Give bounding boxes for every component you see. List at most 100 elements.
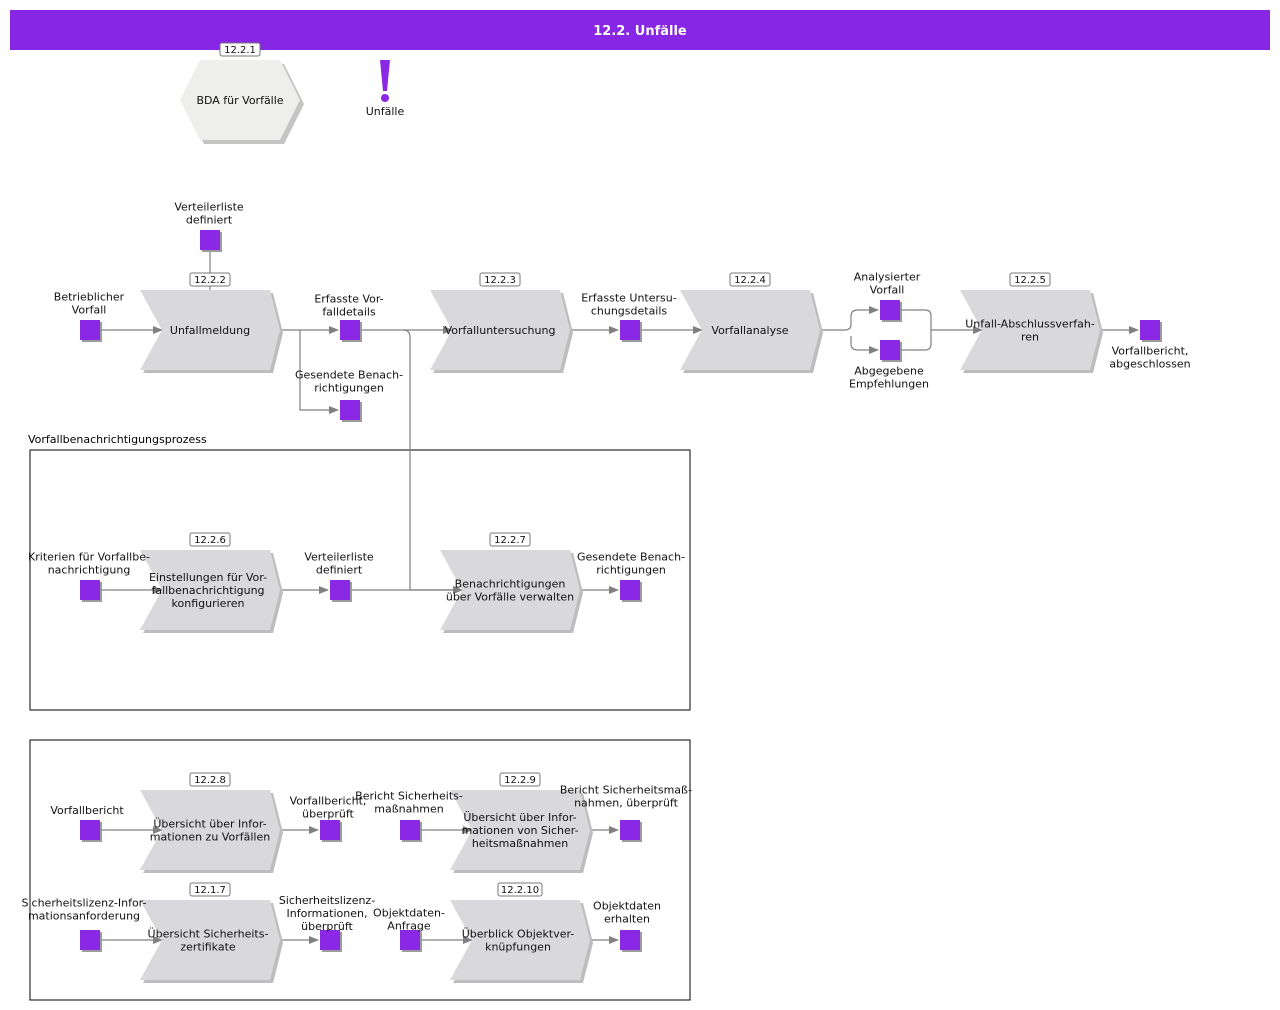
badge-frame xyxy=(1009,272,1051,287)
process-label-line: Übersicht über Infor- xyxy=(463,811,576,824)
event-label-line: Vorfallbericht, xyxy=(290,795,367,808)
event-label: Bericht Sicherheits-maßnahmen xyxy=(355,790,463,816)
connector-arrow xyxy=(844,306,879,331)
event[interactable]: Erfasste Untersu-chungsdetails xyxy=(581,292,677,343)
process-label-line: Unfallmeldung xyxy=(170,324,250,337)
event-square xyxy=(320,820,340,840)
event[interactable]: Bericht Sicherheitsmaß-nahmen, überprüft xyxy=(560,784,692,843)
event[interactable]: Kriterien für Vorfallbe-nachrichtigung xyxy=(28,551,150,603)
event-label-line: richtigungen xyxy=(314,382,384,395)
process-badge: 12.2.7 xyxy=(489,532,531,547)
badge-frame xyxy=(479,272,521,287)
overview-hexagon[interactable]: BDA für Vorfälle 12.2.1 xyxy=(180,42,304,144)
page-title: 12.2. Unfälle xyxy=(593,24,687,39)
event[interactable]: Vorfallbericht xyxy=(50,804,124,842)
event-label-line: Betrieblicher xyxy=(54,291,125,304)
event[interactable]: Gesendete Benach-richtigungen xyxy=(577,551,685,603)
event-label-line: richtigungen xyxy=(596,564,666,577)
badge-text: 12.2.1 xyxy=(224,45,256,56)
exclamation-bar xyxy=(380,60,390,91)
connector-arrow xyxy=(850,336,879,354)
process-body xyxy=(680,290,820,370)
badge-frame xyxy=(219,42,261,57)
event-label-line: überprüft xyxy=(301,920,353,933)
process-label-line: mationen zu Vorfällen xyxy=(150,831,270,844)
event-label-line: Vorfallbericht, xyxy=(1112,345,1189,358)
process-label: Unfall-Abschlussverfah-ren xyxy=(965,318,1095,344)
event-label-line: abgeschlossen xyxy=(1109,358,1190,371)
event-square xyxy=(320,930,340,950)
event-label-line: Abgegebene xyxy=(854,365,924,378)
hexagon-label: BDA für Vorfälle xyxy=(196,94,283,107)
event[interactable]: Objektdaten-Anfrage xyxy=(373,907,445,953)
event[interactable]: Sicherheitslizenz-Informationen,überprüf… xyxy=(279,894,375,952)
badge-text: 12.2.7 xyxy=(494,535,526,546)
process-label-line: mationen von Sicher- xyxy=(461,824,578,837)
badge-text: 12.2.6 xyxy=(194,535,226,546)
event[interactable]: Vorfallbericht,überprüft xyxy=(290,795,367,843)
process-badge: 12.2.10 xyxy=(497,882,543,897)
event-label: Vorfallbericht,überprüft xyxy=(290,795,367,821)
hexagon-badge: 12.2.1 xyxy=(219,42,261,57)
process-12-2-8[interactable]: Übersicht über Infor-mationen zu Vorfäll… xyxy=(140,772,283,873)
event[interactable]: Bericht Sicherheits-maßnahmen xyxy=(355,790,463,843)
process-label-line: Vorfallanalyse xyxy=(711,324,788,337)
event-label-line: Bericht Sicherheitsmaß- xyxy=(560,784,692,797)
exclamation-icon xyxy=(380,60,390,102)
process-body xyxy=(140,550,280,630)
event-label-line: Vorfallbericht xyxy=(50,804,124,817)
process-badge: 12.2.6 xyxy=(189,532,231,547)
event-label: Sicherheitslizenz-Informationen,überprüf… xyxy=(279,894,375,933)
process-badge: 12.2.4 xyxy=(729,272,771,287)
event-label: Erfasste Untersu-chungsdetails xyxy=(581,292,676,318)
event-label: Gesendete Benach-richtigungen xyxy=(577,551,685,577)
event[interactable]: Gesendete Benach-richtigungen xyxy=(295,369,403,423)
event-label-line: definiert xyxy=(186,214,233,227)
event-label-line: Sicherheitslizenz- xyxy=(279,894,375,907)
process-label: Übersicht über Infor-mationen zu Vorfäll… xyxy=(150,818,270,844)
risk-unfaelle[interactable]: Unfälle xyxy=(366,60,405,118)
event[interactable]: Erfasste Vor-falldetails xyxy=(314,293,384,343)
event-label-line: nahmen, überprüft xyxy=(574,797,679,810)
event-label-line: Objektdaten xyxy=(593,900,661,913)
process-label-line: knüpfungen xyxy=(485,941,551,954)
badge-text: 12.2.8 xyxy=(194,775,226,786)
process-12-2-9[interactable]: Übersicht über Infor-mationen von Sicher… xyxy=(450,772,593,873)
process-steps: Unfallmeldung12.2.2Vorfalluntersuchung12… xyxy=(140,272,1103,983)
event-square xyxy=(200,230,220,250)
process-12-1-7[interactable]: Übersicht Sicherheits-zertifikate 12.1.7 xyxy=(140,882,283,983)
process-label: Vorfallanalyse xyxy=(711,324,788,337)
event[interactable]: Sicherheitslizenz-Infor-mationsanforderu… xyxy=(22,897,147,953)
process-label-line: heitsmaßnahmen xyxy=(472,837,568,850)
event-square xyxy=(1140,320,1160,340)
event[interactable]: Vorfallbericht,abgeschlossen xyxy=(1109,320,1191,371)
event-square xyxy=(620,820,640,840)
process-body xyxy=(450,790,590,870)
process-label: Übersicht Sicherheits-zertifikate xyxy=(148,928,269,954)
badge-text: 12.1.7 xyxy=(194,885,226,896)
event-label-line: Vorfall xyxy=(72,304,107,317)
event-label-line: Erfasste Untersu- xyxy=(581,292,676,305)
process-12-2-6[interactable]: Einstellungen für Vor-fallbenachrichtigu… xyxy=(140,532,283,633)
reports-group-frame xyxy=(29,739,691,1001)
event-label: Vorfallbericht xyxy=(50,804,124,817)
process-label: Vorfalluntersuchung xyxy=(445,324,556,337)
process-label-line: Übersicht über Infor- xyxy=(153,818,266,831)
connector-arrow xyxy=(402,329,463,594)
event-label: Sicherheitslizenz-Infor-mationsanforderu… xyxy=(22,897,147,923)
process-12-2-4[interactable]: Vorfallanalyse 12.2.4 xyxy=(680,272,823,373)
badge-frame xyxy=(729,272,771,287)
